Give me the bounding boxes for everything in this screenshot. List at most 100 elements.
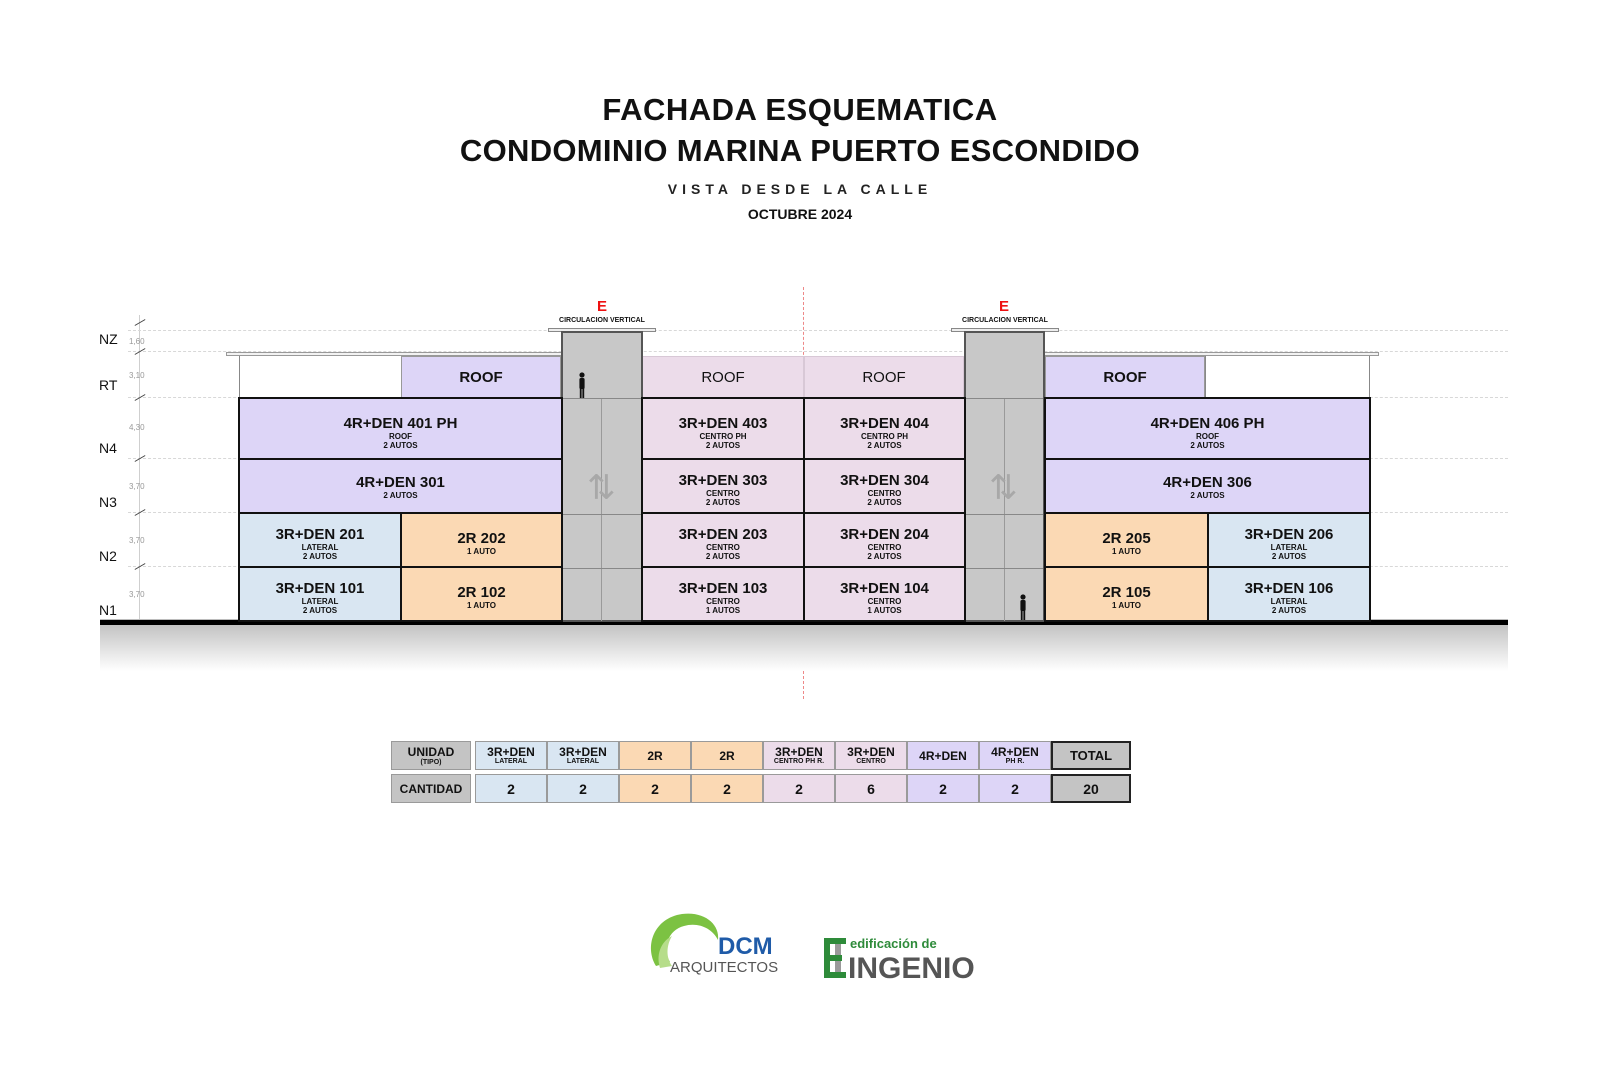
unit-name: 3R+DEN 304 [840, 472, 929, 489]
level-label-n1: N1 [99, 602, 117, 618]
ground-line [100, 620, 1508, 625]
date-label: OCTUBRE 2024 [747, 206, 853, 222]
unit-parking: 1 AUTO [467, 601, 496, 610]
level-label-n3: N3 [99, 494, 117, 510]
unit-name: 4R+DEN 306 [1163, 474, 1252, 491]
unit-306[interactable]: 4R+DEN 306 2 AUTOS [1044, 458, 1371, 514]
unit-parking: 2 AUTOS [383, 491, 418, 500]
person-icon [1020, 594, 1026, 620]
unit-name: 2R 105 [1102, 584, 1151, 601]
unit-type-header: UNIDAD (TIPO) [391, 741, 471, 770]
page-title: FACHADA ESQUEMATICA [602, 92, 998, 127]
person-icon [579, 372, 585, 398]
unit-name: 4R+DEN 401 PH [343, 415, 458, 432]
core-caption: CIRCULACION VERTICAL [559, 317, 645, 324]
core-floorline [563, 568, 641, 569]
dcm-arquitectos-logo: DCM ARQUITECTOS [651, 913, 778, 976]
unit-parking: 2 AUTOS [705, 441, 741, 450]
core-divider [601, 398, 602, 621]
level-height-n1: 3,70 [129, 590, 145, 599]
total-value: 20 [1051, 774, 1131, 803]
unit-name: 3R+DEN 103 [678, 580, 768, 597]
type-cell: 2R [619, 741, 691, 770]
core-floorline [563, 514, 641, 515]
level-axis [139, 315, 140, 623]
roof-open-area [239, 356, 402, 398]
elevator-arrows-icon: ⇅ [587, 469, 616, 507]
unit-name: 4R+DEN 301 [356, 474, 445, 491]
project-name: CONDOMINIO MARINA PUERTO ESCONDIDO [459, 133, 1141, 168]
core-divider [1004, 398, 1005, 621]
roof-label: ROOF [1045, 356, 1205, 398]
unit-201[interactable]: 3R+DEN 201 LATERAL 2 AUTOS [238, 512, 402, 568]
unit-name: 3R+DEN 206 [1244, 526, 1334, 543]
level-line-nz [128, 330, 1508, 331]
unit-105[interactable]: 2R 105 1 AUTO [1044, 566, 1209, 622]
unit-106[interactable]: 3R+DEN 106 LATERAL 2 AUTOS [1207, 566, 1371, 622]
unit-203[interactable]: 3R+DEN 203 CENTRO 2 AUTOS [641, 512, 805, 568]
unit-type: CENTRO [867, 543, 902, 552]
unit-type: LATERAL [301, 597, 339, 606]
elevator-label: E [596, 298, 607, 315]
unit-403[interactable]: 3R+DEN 403 CENTRO PH 2 AUTOS [641, 397, 805, 460]
quantity-header: CANTIDAD [391, 774, 471, 803]
unit-type: CENTRO [706, 597, 740, 606]
unit-102[interactable]: 2R 102 1 AUTO [400, 566, 563, 622]
unit-name: 3R+DEN 101 [275, 580, 365, 597]
unit-name: 3R+DEN 106 [1244, 580, 1334, 597]
unit-204[interactable]: 3R+DEN 204 CENTRO 2 AUTOS [803, 512, 966, 568]
roof-label: ROOF [804, 356, 964, 398]
unit-101[interactable]: 3R+DEN 101 LATERAL 2 AUTOS [238, 566, 402, 622]
qty-cell: 2 [475, 774, 547, 803]
level-tick [134, 319, 146, 326]
unit-104[interactable]: 3R+DEN 104 CENTRO 1 AUTOS [803, 566, 966, 622]
unit-206[interactable]: 3R+DEN 206 LATERAL 2 AUTOS [1207, 512, 1371, 568]
unit-parking: 2 AUTOS [383, 441, 418, 450]
unit-type: LATERAL [1270, 597, 1308, 606]
unit-name: 2R 102 [457, 584, 506, 601]
unit-parking: 2 AUTOS [705, 552, 741, 561]
unit-type: ROOF [388, 432, 413, 441]
unit-parking: 2 AUTOS [1190, 441, 1225, 450]
unit-404[interactable]: 3R+DEN 404 CENTRO PH 2 AUTOS [803, 397, 966, 460]
unit-301[interactable]: 4R+DEN 301 2 AUTOS [238, 458, 563, 514]
total-header: TOTAL [1051, 741, 1131, 770]
unit-parking: 2 AUTOS [867, 498, 902, 507]
svg-text:INGENIO: INGENIO [848, 952, 975, 984]
qty-cell: 2 [619, 774, 691, 803]
ground-shadow [100, 619, 1508, 671]
unit-303[interactable]: 3R+DEN 303 CENTRO 2 AUTOS [641, 458, 805, 514]
unit-type: CENTRO [706, 543, 740, 552]
unit-type: CENTRO [867, 489, 902, 498]
unit-type: LATERAL [1270, 543, 1308, 552]
unit-name: 4R+DEN 406 PH [1150, 415, 1265, 432]
view-caption: VISTA DESDE LA CALLE [667, 181, 933, 197]
svg-text:edificación de: edificación de [850, 936, 937, 951]
svg-text:DCM: DCM [718, 933, 773, 960]
roof-label: ROOF [401, 356, 561, 398]
elevator-label: E [998, 298, 1009, 315]
unit-parking: 2 AUTOS [1271, 606, 1307, 615]
svg-text:ARQUITECTOS: ARQUITECTOS [670, 959, 778, 976]
unit-401[interactable]: 4R+DEN 401 PH ROOF 2 AUTOS [238, 397, 563, 460]
unit-406[interactable]: 4R+DEN 406 PH ROOF 2 AUTOS [1044, 397, 1371, 460]
type-cell: 2R [691, 741, 763, 770]
unit-103[interactable]: 3R+DEN 103 CENTRO 1 AUTOS [641, 566, 805, 622]
level-label-rt: RT [99, 377, 118, 393]
unit-parking: 2 AUTOS [302, 552, 338, 561]
roof-open-area [1205, 356, 1370, 398]
unit-202[interactable]: 2R 202 1 AUTO [400, 512, 563, 568]
unit-parking: 2 AUTOS [1190, 491, 1225, 500]
level-line-rt [128, 351, 1508, 352]
qty-cell: 2 [547, 774, 619, 803]
unit-type: ROOF [1195, 432, 1220, 441]
unit-name: 2R 205 [1102, 530, 1151, 547]
level-label-n2: N2 [99, 548, 117, 564]
unit-205[interactable]: 2R 205 1 AUTO [1044, 512, 1209, 568]
unit-name: 3R+DEN 403 [678, 415, 768, 432]
unit-304[interactable]: 3R+DEN 304 CENTRO 2 AUTOS [803, 458, 966, 514]
unit-name: 3R+DEN 404 [840, 415, 929, 432]
